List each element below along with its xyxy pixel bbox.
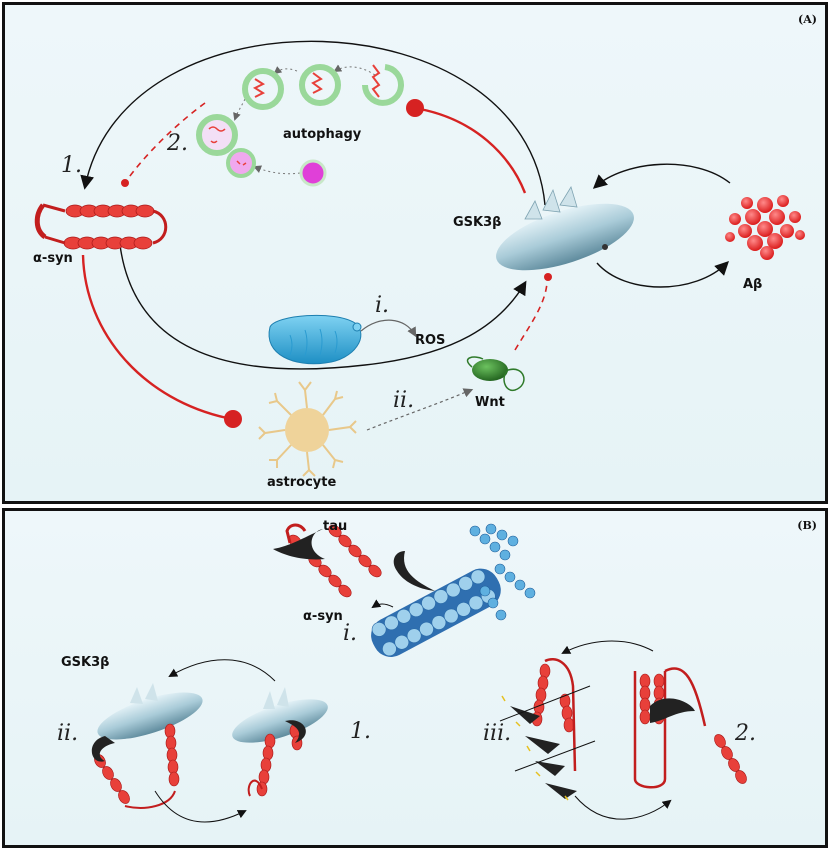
- asyn-tau-aggregate-left: [499, 658, 596, 801]
- dashed-inhibition-wnt-gsk3b: [514, 282, 548, 351]
- step-iii-label-b: iii.: [483, 721, 512, 746]
- lysosome-icon: [299, 159, 327, 187]
- inhibition-end-gsk3b: [544, 273, 552, 281]
- gsk3b-complex-right: [232, 687, 328, 797]
- tau-on-microtubule: [393, 551, 435, 591]
- gsk3b-complex-left: [91, 683, 203, 809]
- arrow-abeta-to-gsk3b: [592, 163, 731, 189]
- gsk3b-protein: [496, 186, 634, 271]
- tau-label: tau: [323, 519, 348, 534]
- gsk3b-label-b: GSK3β: [61, 655, 110, 670]
- arrow-right-cycle-top: [561, 640, 654, 654]
- autophagy-step-arrow-4: [253, 165, 301, 175]
- arrow-gsk3b-to-asyn: [80, 40, 546, 206]
- asyn-tau-complex-top: [273, 523, 382, 598]
- inhibition-end-astrocyte: [224, 410, 242, 428]
- inhibition-end-autophagy: [406, 99, 424, 117]
- panel-b-label: (B): [797, 519, 817, 532]
- autophagosome-icon: [196, 64, 404, 178]
- arrow-right-cycle-bottom: [574, 795, 672, 820]
- panel-b: (B): [2, 508, 828, 848]
- asyn-tau-aggregate-right: [633, 667, 747, 789]
- step-ii-label: ii.: [393, 388, 415, 413]
- ros-label: ROS: [415, 333, 446, 348]
- step-2-label-b: 2.: [735, 721, 756, 746]
- inhibition-end-asyn: [121, 179, 129, 187]
- mitochondrion-icon: [268, 314, 362, 365]
- alpha-syn-protein: [34, 203, 168, 250]
- arrow-left-cycle-top: [168, 659, 276, 682]
- step-1-label-b: 1.: [350, 719, 371, 744]
- alpha-syn-label: α-syn: [33, 251, 73, 266]
- autophagy-label: autophagy: [283, 127, 362, 142]
- inhibition-gsk3b-autophagy: [419, 107, 527, 194]
- arrow-mito-to-ros: [360, 319, 417, 338]
- autophagy-step-arrow-1: [333, 64, 376, 76]
- wnt-icon: [466, 356, 525, 392]
- arrow-left-cycle-bottom: [154, 790, 247, 823]
- panel-a-diagram: [34, 40, 805, 477]
- inhibition-asyn-astrocyte: [81, 254, 228, 420]
- panel-a-label: (A): [798, 13, 817, 26]
- abeta-label: Aβ: [743, 277, 763, 292]
- gsk3b-label: GSK3β: [453, 215, 502, 230]
- arrow-astrocyte-to-wnt: [366, 388, 474, 431]
- arrow-gsk3b-to-abeta: [596, 261, 729, 288]
- step-1-label: 1.: [61, 153, 82, 178]
- dashed-inhibition-autophagy-asyn: [126, 102, 206, 181]
- panel-b-diagram: [91, 523, 747, 823]
- arrow-tau-to-asyn: [371, 599, 394, 609]
- step-i-label-b: i.: [343, 621, 358, 646]
- arrow-asyn-to-gsk3b: [119, 244, 527, 370]
- astrocyte-label: astrocyte: [267, 475, 337, 490]
- wnt-label: Wnt: [475, 395, 505, 410]
- abeta-aggregate: [725, 195, 805, 260]
- astrocyte-icon: [258, 381, 357, 477]
- step-2-label: 2.: [167, 131, 188, 156]
- autophagy-step-arrow-3: [233, 98, 246, 121]
- microtubule-icon: [371, 523, 536, 657]
- step-i-label: i.: [375, 293, 390, 318]
- autophagy-step-arrow-2: [273, 66, 298, 75]
- panel-a: (A): [2, 2, 828, 504]
- alpha-syn-label-b: α-syn: [303, 609, 343, 624]
- step-ii-label-b: ii.: [57, 721, 79, 746]
